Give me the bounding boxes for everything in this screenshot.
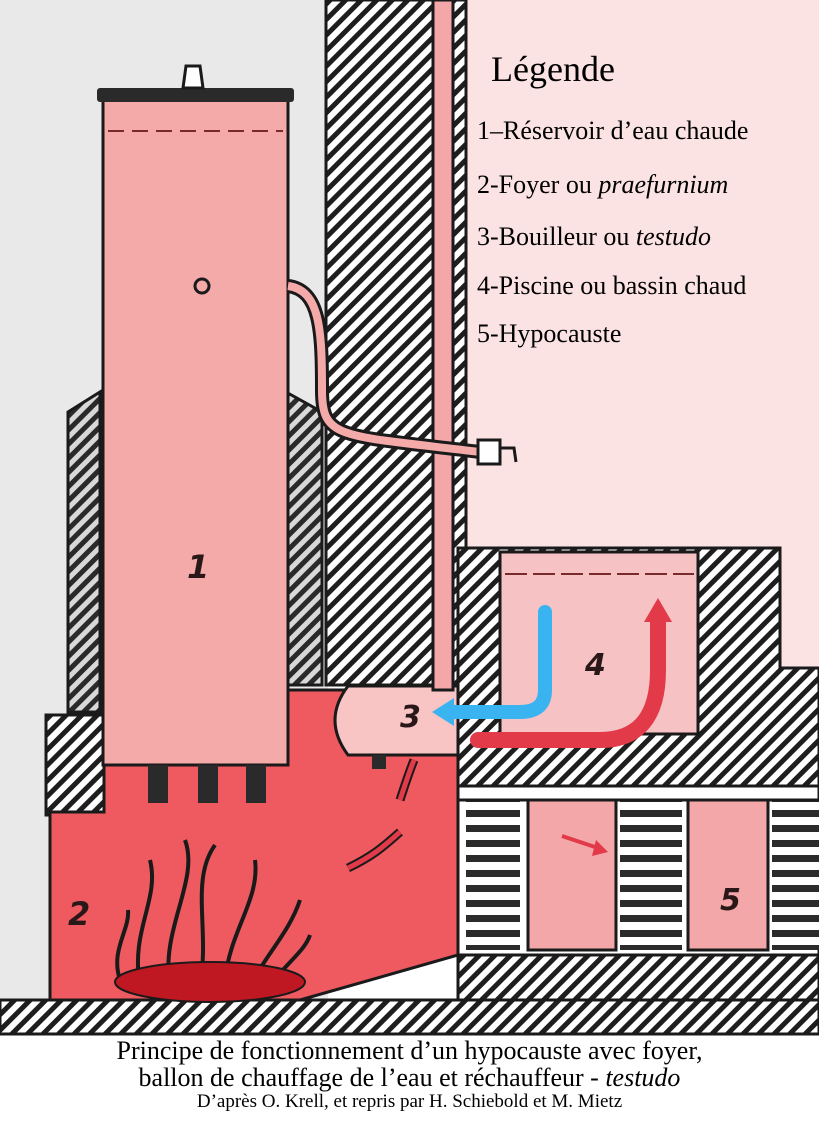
label-3: 3: [400, 700, 421, 735]
hot-water-flow: [470, 612, 666, 748]
caption-line-2: ballon de chauffage de l’eau et réchauff…: [0, 1064, 819, 1091]
room-background: [466, 0, 819, 548]
reservoir-lid: [97, 88, 294, 102]
reservoir-foot: [148, 765, 168, 803]
reservoir-foot: [246, 765, 266, 803]
cold-water-flow: [445, 605, 552, 719]
hypocaust-pillar: [772, 800, 819, 950]
ground-bottom: [0, 998, 819, 1036]
reservoir: [101, 93, 290, 767]
legend-item-text: 5-Hypocauste: [477, 319, 622, 348]
outlet-pipe-inner: [287, 282, 481, 456]
tap-spout: [500, 446, 518, 463]
water-pipe: [431, 0, 455, 692]
smoke-arrow: [397, 759, 417, 801]
label-4: 4: [585, 648, 606, 683]
caption: Principe de fonctionnement d’un hypocaus…: [0, 1037, 819, 1113]
hot-water-arrowhead: [644, 598, 672, 622]
legend-item-text: 2-Foyer ou: [477, 170, 599, 199]
label-1: 1: [187, 548, 210, 586]
boiler: [333, 684, 460, 757]
reservoir-foot: [198, 765, 218, 803]
tap: [476, 438, 502, 466]
reservoir-masonry: [66, 389, 102, 714]
ground: [456, 953, 819, 1002]
legend-item-reservoir: 1–Réservoir d’eau chaude: [477, 116, 748, 146]
fire-embers: [114, 961, 306, 1003]
hypocaust-pillar: [466, 800, 520, 950]
hypocaust-beam: [456, 784, 819, 802]
legend-item-text: 4-Piscine ou bassin chaud: [477, 271, 747, 300]
caption-line-3: D’après O. Krell, et repris par H. Schie…: [196, 1091, 623, 1112]
legend-item-text: 1–Réservoir d’eau chaude: [477, 116, 749, 145]
legend-item-piscine: 4-Piscine ou bassin chaud: [477, 271, 746, 301]
hypocaust-arrow: [561, 834, 599, 850]
legend-item-foyer: 2-Foyer ou praefurnium: [477, 170, 728, 200]
legend-item-hypocauste: 5-Hypocauste: [477, 319, 621, 349]
hypocaust-arrow-head: [592, 840, 608, 856]
cold-water-arrowhead: [432, 698, 454, 726]
caption-line-2-text: ballon de chauffage de l’eau et réchauff…: [138, 1063, 606, 1092]
hypocaust-pillar: [620, 800, 682, 950]
legend-title: Légende: [491, 49, 615, 89]
legend-item-text: 3-Bouilleur ou: [477, 222, 636, 251]
hypocaust-cell: [526, 798, 618, 952]
label-5: 5: [720, 883, 741, 918]
legend-item-term: praefurnium: [598, 170, 729, 199]
reservoir-handle: [181, 64, 205, 90]
caption-line-2-term: testudo: [605, 1063, 681, 1092]
legend-item-bouilleur: 3-Bouilleur ou testudo: [477, 222, 711, 252]
caption-line-1: Principe de fonctionnement d’un hypocaus…: [116, 1036, 703, 1065]
left-base-block: [44, 713, 106, 817]
hypocaust-cell: [686, 798, 770, 952]
label-2: 2: [68, 895, 91, 933]
reservoir-masonry-right: [284, 389, 324, 687]
reservoir-outlet: [193, 277, 211, 295]
legend-item-term: testudo: [635, 222, 711, 251]
boiler-foot: [372, 755, 386, 769]
smoke-arrow: [346, 830, 402, 871]
room-lower-right: [780, 548, 819, 668]
